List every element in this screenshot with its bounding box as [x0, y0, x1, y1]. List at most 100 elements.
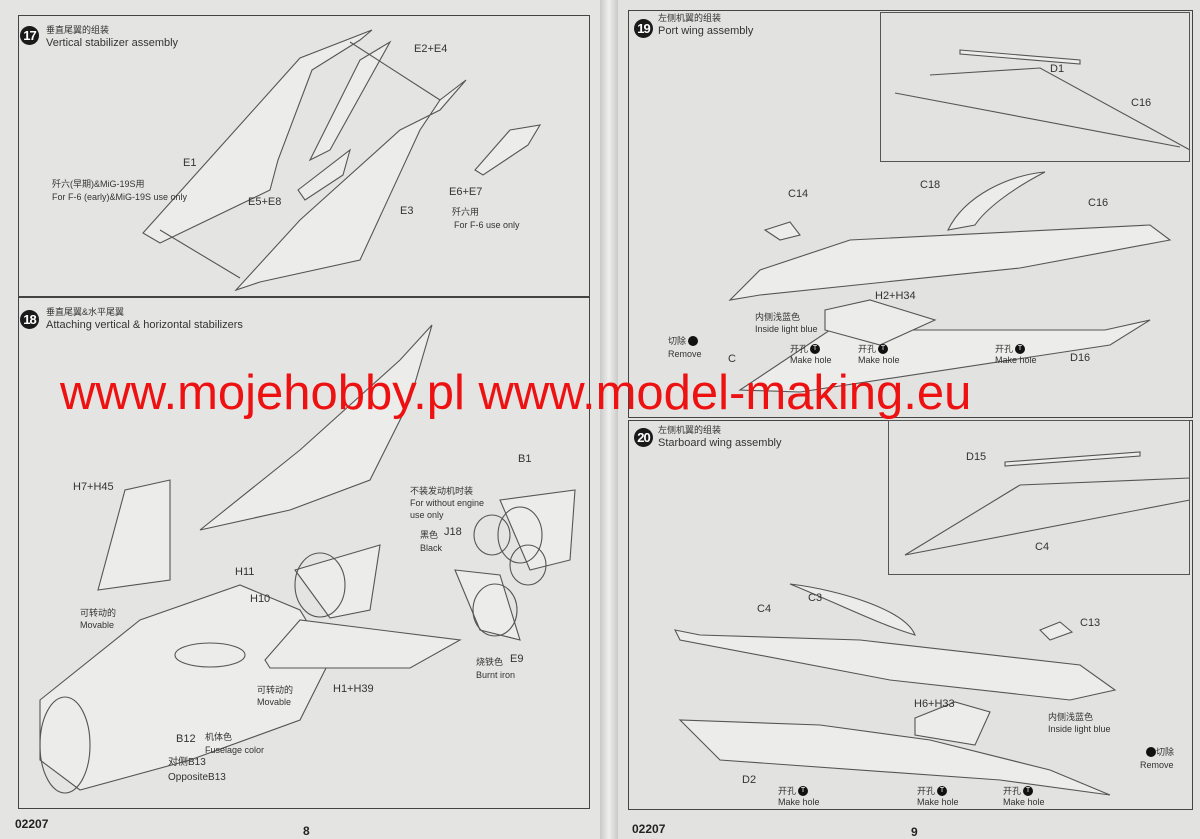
- inside-light-blue-zh-20: 内侧浅蓝色: [1048, 712, 1094, 722]
- part-label-c3: C3: [808, 592, 823, 604]
- part-label-d15: D15: [966, 451, 987, 463]
- color-black-zh: 黑色: [420, 530, 439, 540]
- hole-icon: T: [1023, 786, 1034, 796]
- part-label-h1h39: H1+H39: [333, 683, 374, 695]
- hole-icon: T: [810, 344, 821, 354]
- part-label-c-hidden: C: [728, 353, 736, 365]
- hole-icon: T: [1015, 344, 1026, 354]
- make-hole-en: Make hole: [995, 355, 1037, 365]
- step17-box: [18, 15, 590, 297]
- step17-title-zh: 垂直尾翼的组装: [46, 25, 110, 35]
- color-fuselage-zh: 机体色: [205, 732, 233, 742]
- make-hole-en: Make hole: [917, 797, 959, 807]
- hole-icon: T: [878, 344, 889, 354]
- part-label-e3: E3: [400, 205, 414, 217]
- part-label-c4: C4: [757, 603, 772, 615]
- inset-wing-c16-drawing: [894, 49, 1191, 151]
- part-label-h2h34: H2+H34: [875, 290, 916, 302]
- part-label-b12: B12: [176, 733, 196, 745]
- left-page-code: 02207: [15, 817, 49, 831]
- ring-j18-drawing: [473, 514, 547, 586]
- inside-light-blue-en: Inside light blue: [755, 324, 818, 334]
- part-label-c4-inset: C4: [1035, 541, 1050, 553]
- part-label-c18: C18: [920, 179, 941, 191]
- part-label-c16: C16: [1088, 197, 1109, 209]
- wing-c4-drawing: [674, 583, 1117, 701]
- make-hole-en: Make hole: [790, 355, 832, 365]
- inside-light-blue-en-20: Inside light blue: [1048, 724, 1111, 734]
- color-black-en: Black: [420, 543, 443, 553]
- make-hole-zh: 开孔: [917, 786, 936, 796]
- make-hole-en: Make hole: [1003, 797, 1045, 807]
- step19-title-zh: 左侧机翼的组装: [658, 13, 722, 23]
- vertical-stabilizer-e3-drawing: [234, 79, 467, 292]
- part-label-h10: H10: [250, 593, 271, 605]
- vertical-fin-drawing: [199, 324, 433, 531]
- step18-title-en: Attaching vertical & horizontal stabiliz…: [46, 319, 243, 331]
- make-hole-en: Make hole: [858, 355, 900, 365]
- remove-label-20: 切除: [1144, 747, 1174, 758]
- part-label-d1: D1: [1050, 63, 1065, 75]
- part-label-c14: C14: [788, 188, 809, 200]
- step18-title-zh: 垂直尾翼&水平尾翼: [46, 307, 125, 317]
- step19-title-en: Port wing assembly: [658, 25, 754, 37]
- engine-note-en-1: For without engine: [410, 498, 485, 508]
- make-hole-en: Make hole: [778, 797, 820, 807]
- color-burnt-iron-en: Burnt iron: [476, 670, 516, 680]
- part-label-d16: D16: [1070, 352, 1091, 364]
- note-f6-en: For F-6 use only: [454, 220, 520, 230]
- step17-title-en: Vertical stabilizer assembly: [46, 37, 179, 49]
- movable-en-2: Movable: [257, 697, 292, 707]
- part-label-e6e7: E6+E7: [449, 186, 483, 198]
- part-label-e5e8: E5+E8: [248, 196, 282, 208]
- remove-zh: 切除: [1156, 747, 1175, 757]
- movable-en-1: Movable: [80, 620, 115, 630]
- exhaust-b1-drawing: [294, 489, 576, 619]
- part-label-b13-en: OppositeB13: [168, 772, 226, 783]
- step18-box: [18, 297, 590, 809]
- part-label-e1: E1: [183, 157, 197, 169]
- remove-icon: [1146, 747, 1156, 757]
- part-label-c13: C13: [1080, 617, 1101, 629]
- step20-number-badge: 20: [634, 428, 653, 447]
- part-label-e2e4: E2+E4: [414, 43, 448, 55]
- remove-zh: 切除: [668, 336, 687, 346]
- step20-inset-box: [888, 420, 1190, 575]
- step19-inset-box: [880, 12, 1190, 162]
- part-label-e9: E9: [510, 653, 524, 665]
- nozzle-e9-drawing: [454, 569, 521, 641]
- inside-light-blue-zh: 内侧浅蓝色: [755, 312, 801, 322]
- make-hole-zh: 开孔: [790, 344, 809, 354]
- engine-note-en-2: use only: [410, 510, 444, 520]
- color-burnt-iron-zh: 烧铁色: [476, 657, 504, 667]
- step19-number-badge: 19: [634, 19, 653, 38]
- left-page-number: 8: [303, 824, 310, 838]
- note-early-en: For F-6 (early)&MiG-19S use only: [52, 192, 188, 202]
- insert-e5e8-drawing: [297, 148, 351, 201]
- movable-zh-1: 可转动的: [80, 608, 117, 618]
- make-hole-zh: 开孔: [858, 344, 877, 354]
- hole-icon: T: [798, 786, 809, 796]
- stabilizer-h1h39-drawing: [264, 619, 462, 669]
- wing-c16-drawing: [728, 171, 1172, 301]
- remove-icon: [688, 336, 699, 346]
- part-label-b1: B1: [518, 453, 532, 465]
- engine-note-zh: 不装发动机时装: [410, 486, 474, 496]
- make-hole-zh: 开孔: [1003, 786, 1022, 796]
- right-page: [612, 0, 1200, 839]
- color-fuselage-en: Fuselage color: [205, 745, 265, 755]
- note-f6-zh: 歼六用: [452, 207, 480, 217]
- page-gutter: [600, 0, 618, 839]
- right-page-code: 02207: [632, 822, 666, 836]
- fuselage-drawing: [39, 584, 331, 794]
- part-e6e7-drawing: [474, 124, 542, 176]
- vertical-stabilizer-e1-drawing: [142, 29, 373, 244]
- part-label-h7h45: H7+H45: [73, 481, 114, 493]
